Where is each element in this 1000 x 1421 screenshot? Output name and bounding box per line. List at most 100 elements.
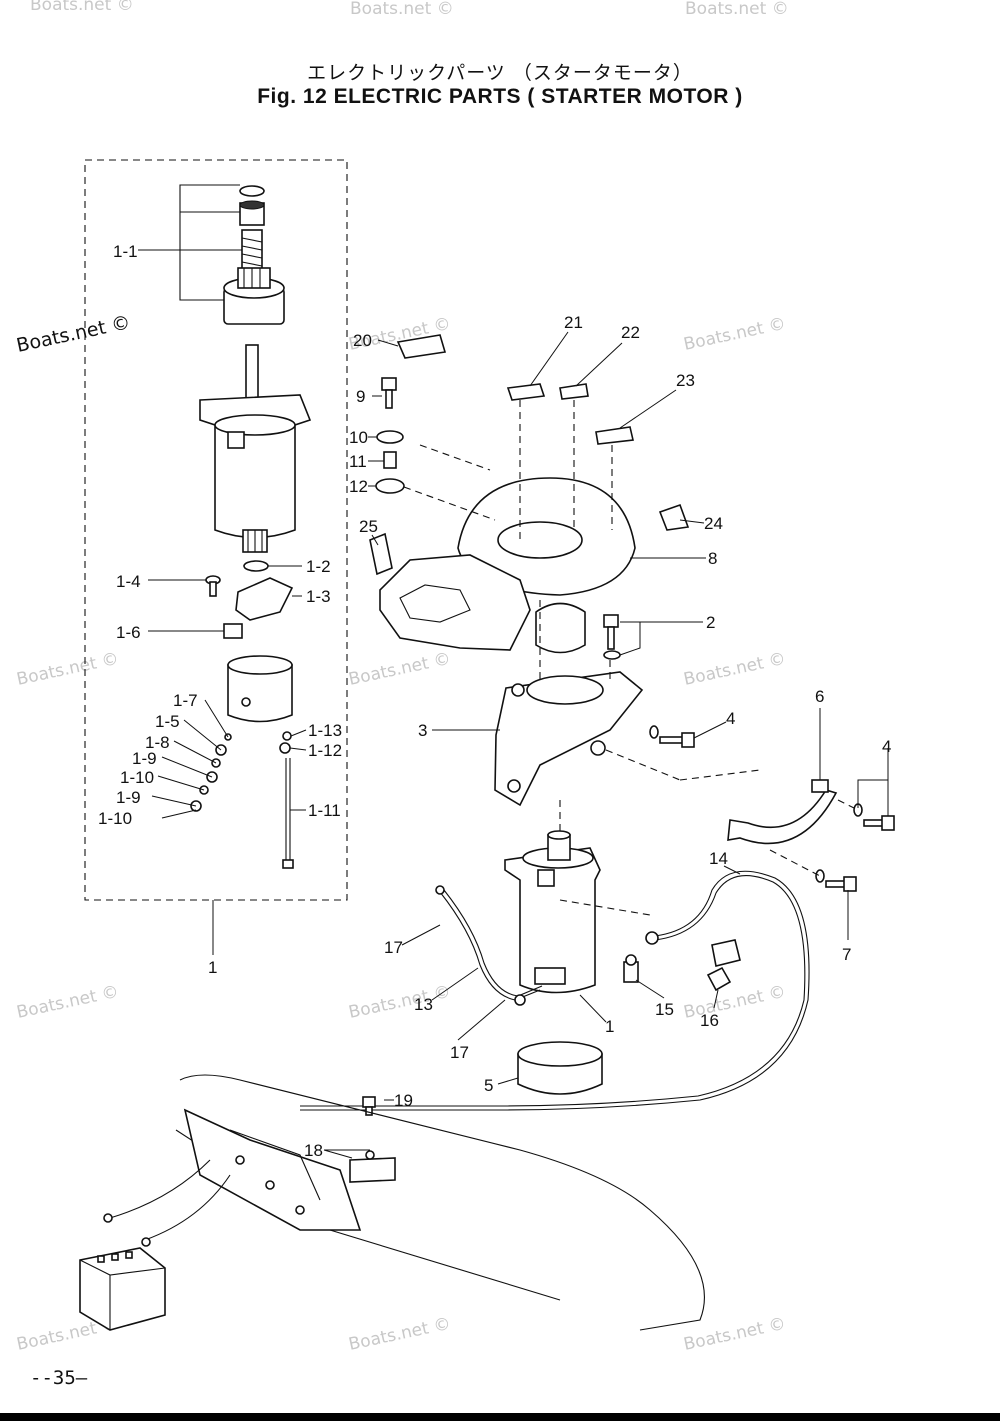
decal-22	[559, 383, 589, 400]
callout-25: 25	[359, 517, 378, 536]
callout-17b: 17	[450, 1043, 469, 1062]
battery	[79, 1247, 166, 1331]
callout-14: 14	[709, 849, 728, 868]
decal-23	[595, 426, 634, 445]
callout-5: 5	[484, 1076, 493, 1095]
callout-10: 10	[349, 428, 368, 447]
band-clip	[811, 779, 829, 793]
watermarks: Boats.net © Boats.net © Boats.net © Boat…	[14, 0, 788, 1355]
starter-motor-subassembly-box	[84, 159, 348, 901]
title-japanese: エレクトリックパーツ （スタータモータ）	[307, 62, 693, 84]
pinion-gear	[223, 267, 285, 325]
watermark: Boats.net ©	[682, 982, 788, 1023]
alignment-dash-lines	[403, 400, 859, 916]
group-bracket	[179, 184, 240, 301]
through-bolt	[282, 758, 294, 869]
bolt-4	[649, 725, 695, 748]
callout-12: 12	[349, 477, 368, 496]
callout-7: 7	[842, 945, 851, 964]
callout-15: 15	[655, 1000, 674, 1019]
watermark: Boats.net ©	[347, 982, 453, 1023]
brush-terminal	[223, 623, 243, 639]
starter-band	[727, 789, 838, 845]
callout-18: 18	[304, 1141, 323, 1160]
washer-10	[376, 430, 404, 444]
watermark: Boats.net ©	[15, 982, 121, 1023]
callout-2: 2	[706, 613, 715, 632]
decal-24	[658, 503, 690, 531]
connector-16	[706, 966, 732, 992]
washer-12	[375, 478, 405, 494]
callout-22: 22	[621, 323, 640, 342]
thrust-washer	[243, 560, 269, 572]
callout-1-7: 1-7	[173, 691, 198, 710]
callout-16: 16	[700, 1011, 719, 1030]
callout-3: 3	[418, 721, 427, 740]
callout-1-1: 1-1	[113, 242, 138, 261]
callout-1-10b: 1-10	[98, 809, 132, 828]
callout-1-2: 1-2	[306, 557, 331, 576]
pinion-stopper	[239, 200, 265, 226]
callout-1-10a: 1-10	[120, 768, 154, 787]
callout-4a: 4	[726, 709, 735, 728]
watermark: Boats.net ©	[685, 0, 789, 19]
bolt-4-right	[853, 803, 895, 831]
callout-1-3: 1-3	[306, 587, 331, 606]
collar-11	[383, 451, 397, 469]
terminal-hardware-stack	[190, 731, 292, 812]
watermark: Boats.net ©	[682, 649, 788, 690]
bolt-7	[815, 869, 857, 892]
callout-20: 20	[353, 331, 372, 350]
callout-4b: 4	[882, 737, 891, 756]
bolt-2	[603, 614, 621, 660]
snap-ring	[239, 185, 265, 197]
callout-21: 21	[564, 313, 583, 332]
watermark: Boats.net ©	[14, 311, 132, 357]
watermark: Boats.net ©	[15, 649, 121, 690]
callout-1-9a: 1-9	[132, 749, 157, 768]
callout-1b: 1	[605, 1017, 614, 1036]
callout-8: 8	[708, 549, 717, 568]
callout-23: 23	[676, 371, 695, 390]
brush-holder	[235, 577, 294, 621]
watermark: Boats.net ©	[350, 0, 454, 19]
page-number: --35—	[30, 1367, 88, 1389]
callout-11: 11	[349, 452, 367, 471]
starter-motor	[504, 830, 601, 994]
watermark: Boats.net ©	[347, 649, 453, 690]
callout-1-11: 1-11	[308, 801, 341, 820]
cable-terminal-cap	[623, 954, 639, 983]
callout-9: 9	[356, 387, 365, 406]
callout-1-13: 1-13	[308, 721, 342, 740]
watermark: Boats.net ©	[347, 1314, 453, 1355]
bolt-9	[381, 377, 397, 409]
callout-17a: 17	[384, 938, 403, 957]
callout-1-12: 1-12	[308, 741, 342, 760]
callout-19: 19	[394, 1091, 413, 1110]
lower-cowling	[103, 1074, 705, 1331]
decal-21	[506, 383, 546, 401]
cable-13	[435, 885, 543, 1006]
callout-1-8: 1-8	[145, 733, 170, 752]
watermark: Boats.net ©	[30, 0, 134, 15]
leader-lines-left	[138, 249, 307, 819]
decal-25	[369, 532, 393, 576]
armature-motor-body	[199, 344, 312, 553]
end-frame-cover	[227, 655, 293, 723]
rubber-ring	[517, 1041, 603, 1095]
figure-title: Fig. 12 ELECTRIC PARTS ( STARTER MOTOR )	[257, 85, 743, 108]
screw	[205, 575, 221, 597]
pinion-spring	[241, 229, 263, 273]
starter-cover	[379, 477, 636, 654]
callout-1: 1	[208, 958, 217, 977]
cable-14	[300, 870, 810, 1111]
callout-1-9b: 1-9	[116, 788, 141, 807]
starter-bracket	[494, 671, 644, 807]
callout-1-5: 1-5	[155, 712, 180, 731]
callout-24: 24	[704, 514, 723, 533]
callout-6: 6	[815, 687, 824, 706]
callout-13: 13	[414, 995, 433, 1014]
page-bottom-border	[0, 1413, 1000, 1421]
